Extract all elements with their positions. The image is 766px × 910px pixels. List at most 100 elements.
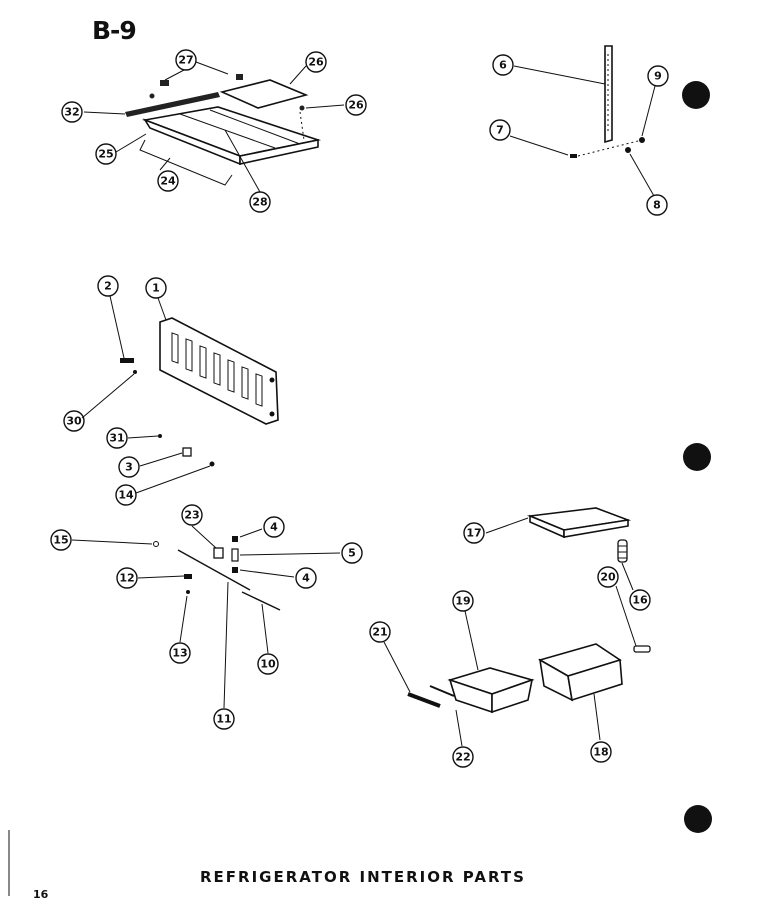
callout-badges: 27 26 32 26 25 24 28 6 9 7 8 2 1 30 31 3… [50, 49, 669, 768]
callout-badge: 22 [452, 746, 474, 768]
crisper-pan-18-side [567, 658, 623, 702]
leader-line [509, 135, 569, 156]
leader-line [157, 297, 167, 321]
spring-part-16 [617, 539, 628, 563]
shelf-assembly-group [83, 61, 345, 193]
svg-text:23: 23 [184, 509, 199, 522]
leader-line [593, 693, 601, 741]
slide-rail-22 [429, 685, 455, 697]
svg-text:5: 5 [348, 547, 356, 560]
glass-insert-part [219, 79, 309, 109]
callout-badge: 13 [169, 642, 191, 664]
bracket-outline [139, 139, 233, 186]
leader-line [383, 641, 411, 693]
svg-text:18: 18 [593, 746, 608, 759]
callout-badge: 14 [115, 484, 137, 506]
callout-badge: 28 [249, 191, 271, 213]
support-hardware-group [71, 525, 341, 709]
support-rod-10 [241, 591, 281, 611]
svg-text:30: 30 [66, 415, 82, 428]
leader-line [127, 435, 159, 439]
svg-text:28: 28 [252, 196, 267, 209]
leader-line [464, 610, 479, 671]
svg-text:16: 16 [632, 594, 648, 607]
callout-badge: 15 [50, 529, 72, 551]
crisper-assembly-group [383, 507, 651, 747]
leader-line [179, 595, 188, 643]
callout-badge: 12 [116, 567, 138, 589]
callout-badge: 3 [118, 456, 140, 478]
leader-line [239, 528, 263, 538]
leader-line [224, 129, 261, 193]
shelf-rail-line-2 [209, 109, 301, 145]
screw-part [149, 93, 155, 99]
leader-line [71, 539, 153, 545]
svg-text:25: 25 [98, 148, 113, 161]
svg-text:6: 6 [499, 59, 507, 72]
leader-line [455, 709, 463, 747]
leader-line [159, 157, 171, 171]
svg-text:4: 4 [302, 572, 310, 585]
spacer-part-23 [213, 547, 224, 559]
screw-part-2 [299, 105, 305, 111]
shelf-rail-line [179, 113, 276, 149]
leader-line [513, 65, 606, 85]
svg-text:24: 24 [160, 175, 176, 188]
callout-badge: 17 [463, 522, 485, 544]
svg-text:27: 27 [178, 54, 193, 67]
svg-text:22: 22 [455, 751, 470, 764]
callout-badge: 16 [629, 589, 651, 611]
leader-line [81, 373, 135, 419]
callout-badge: 25 [95, 143, 117, 165]
callout-badge: 26 [345, 94, 367, 116]
washer-part-15 [153, 541, 159, 547]
svg-text:1: 1 [152, 282, 160, 295]
svg-text:20: 20 [600, 571, 616, 584]
nut-part [625, 147, 631, 153]
leader-line [191, 525, 217, 549]
svg-text:15: 15 [53, 534, 68, 547]
panel-ribs [171, 332, 263, 407]
svg-text:19: 19 [455, 595, 470, 608]
registration-dot [683, 443, 711, 471]
leader-line [305, 104, 345, 109]
fastener [269, 377, 275, 383]
callout-badge: 23 [181, 504, 203, 526]
callout-badge: 31 [106, 427, 128, 449]
leader-line [239, 552, 341, 556]
svg-text:21: 21 [372, 626, 387, 639]
callout-badge: 27 [175, 49, 197, 71]
callout-badge: 19 [452, 590, 474, 612]
leader-line [83, 111, 126, 115]
leader-line [137, 575, 185, 579]
svg-text:9: 9 [654, 70, 662, 83]
leader-line [485, 517, 529, 534]
support-rod-11 [177, 549, 251, 591]
screw-part-13 [186, 590, 190, 594]
page-number: 16 [33, 888, 49, 901]
leader-line [641, 85, 656, 137]
callout-badge: 7 [489, 119, 511, 141]
svg-text:31: 31 [109, 432, 124, 445]
callout-badge: 2 [97, 275, 119, 297]
callout-badge: 26 [305, 51, 327, 73]
crisper-cover-side [563, 519, 629, 538]
screw-part-7 [570, 154, 577, 158]
screw-part-14 [209, 461, 215, 467]
screw-part-30 [133, 370, 137, 374]
dash-guide [577, 139, 643, 157]
leader-line [621, 562, 634, 591]
svg-text:32: 32 [64, 106, 79, 119]
callout-badge: 8 [646, 194, 668, 216]
pin-part-20 [633, 645, 651, 653]
screw-part-31 [158, 434, 162, 438]
svg-text:10: 10 [260, 658, 276, 671]
clip-part [160, 80, 169, 86]
svg-text:3: 3 [125, 461, 133, 474]
callout-badge: 6 [492, 54, 514, 76]
callout-badge: 20 [597, 566, 619, 588]
svg-text:7: 7 [496, 124, 504, 137]
leader-line [195, 61, 229, 75]
clip-part-12 [184, 574, 192, 579]
